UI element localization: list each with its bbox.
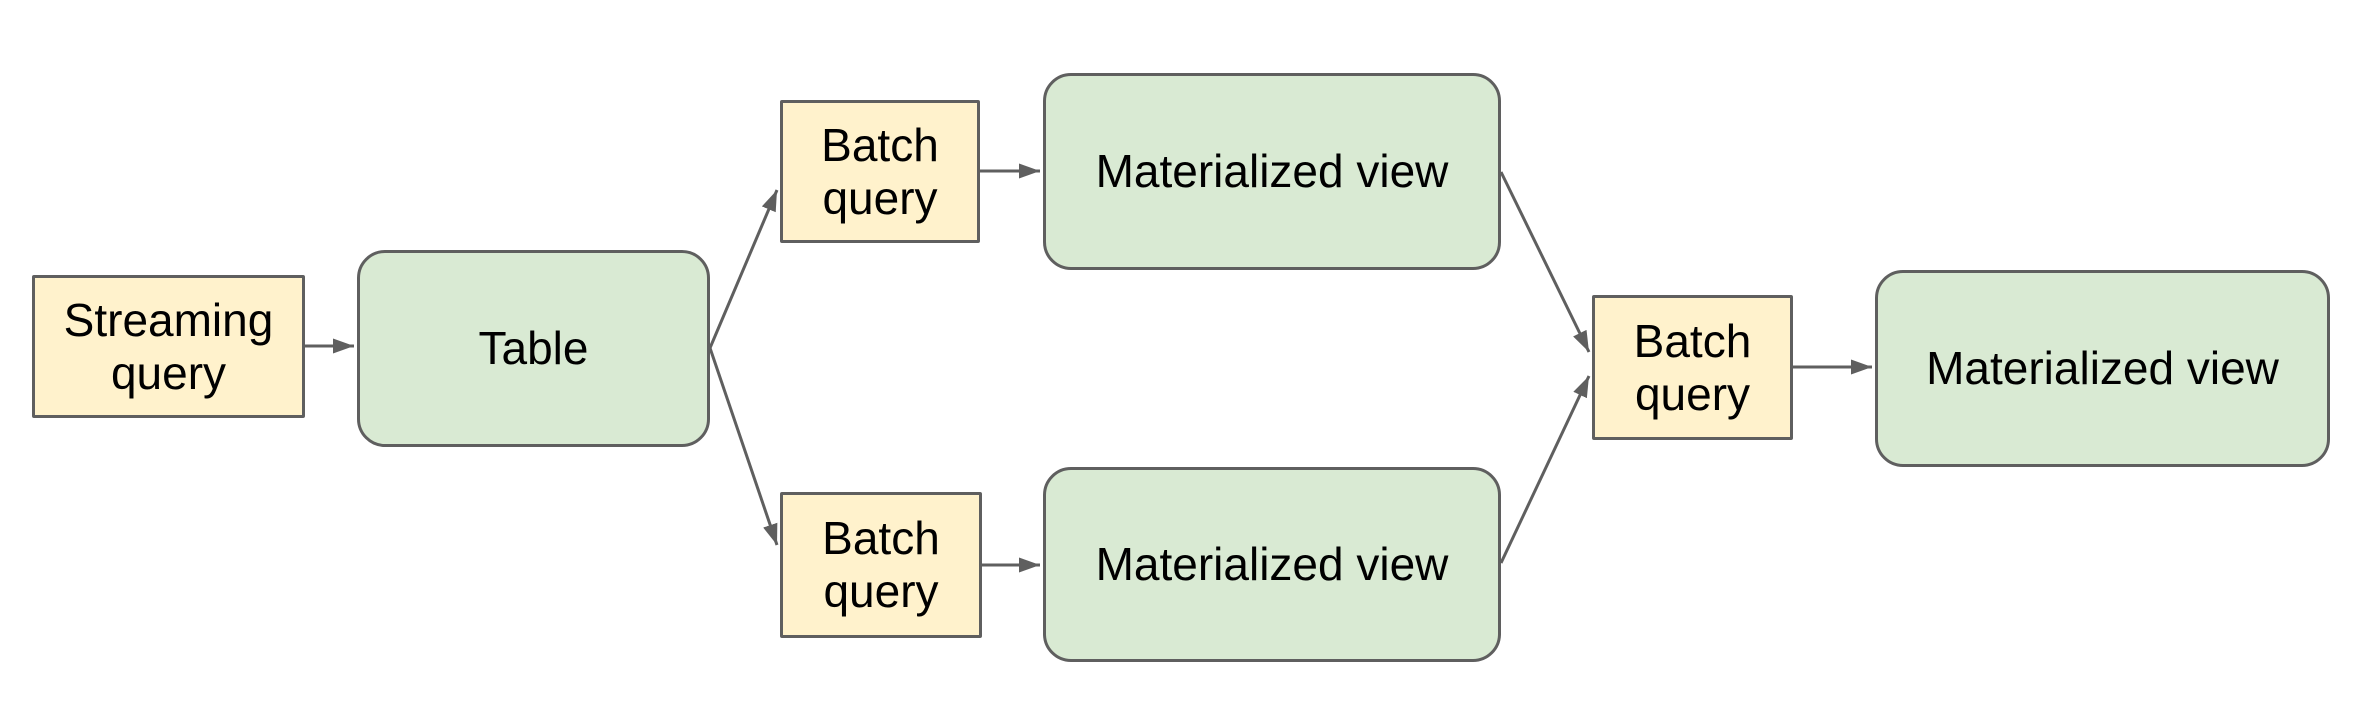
node-label: Batch query [821, 118, 939, 224]
node-label: Table [478, 322, 589, 375]
node-label: Batch query [822, 512, 940, 617]
node-label: Batch query [1633, 314, 1752, 420]
node-materialized-view-top[interactable]: Materialized view [1043, 73, 1501, 270]
connector-table-to-batch-query-bottom [708, 347, 779, 546]
node-streaming-query[interactable]: Streaming query [32, 275, 305, 418]
node-label: Streaming query [63, 293, 274, 399]
connector-materialized-view-top-to-batch-query-merge [1499, 171, 1591, 353]
node-label: Materialized view [1095, 145, 1449, 198]
node-label: Materialized view [1095, 538, 1449, 591]
connector-table-to-batch-query-top [708, 189, 779, 349]
node-table[interactable]: Table [357, 250, 710, 447]
node-batch-query-bottom[interactable]: Batch query [780, 492, 982, 638]
node-label: Materialized view [1926, 342, 2279, 395]
node-materialized-view-final[interactable]: Materialized view [1875, 270, 2330, 467]
node-batch-query-merge[interactable]: Batch query [1592, 295, 1793, 440]
connector-materialized-view-bottom-to-batch-query-merge [1499, 375, 1591, 564]
node-materialized-view-bottom[interactable]: Materialized view [1043, 467, 1501, 662]
node-batch-query-top[interactable]: Batch query [780, 100, 980, 243]
